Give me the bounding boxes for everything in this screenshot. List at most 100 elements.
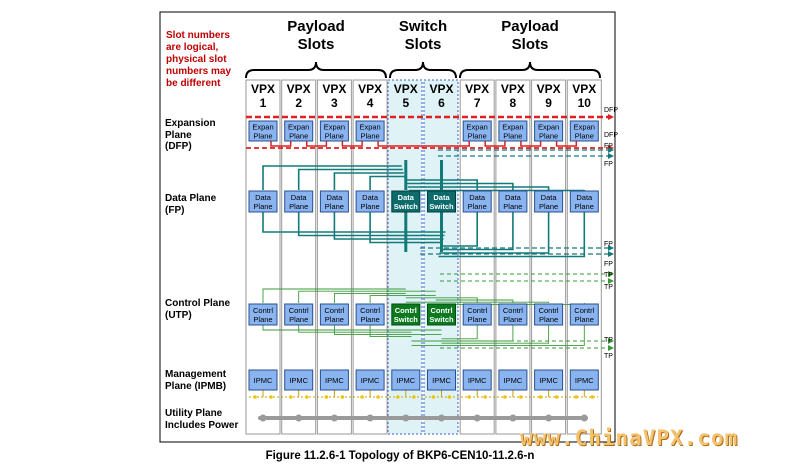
control-box-2-text-0: Contrl bbox=[289, 306, 309, 315]
control-switch-6-text-0: Contrl bbox=[430, 306, 452, 315]
fp-link-bottom-8 bbox=[439, 212, 550, 254]
fp-link-top-9 bbox=[408, 189, 586, 192]
ipmb-dot-a-6 bbox=[431, 395, 436, 399]
data-box-1-text-0: Data bbox=[255, 193, 272, 202]
ipmb-dot-b-10 bbox=[590, 395, 595, 399]
ipmb-dot-a-2 bbox=[288, 395, 293, 399]
expansion-box-2-text-0: Expan bbox=[288, 123, 309, 132]
data-box-2-rect bbox=[284, 190, 314, 213]
slot-label-2: VPX 2 bbox=[286, 82, 311, 110]
dfp-link-2 bbox=[341, 141, 363, 147]
ipmc-box-5-rect bbox=[391, 369, 421, 391]
ipmc-box-2-rect bbox=[284, 369, 314, 391]
ipmb-dot-a-3 bbox=[324, 395, 329, 399]
figure-caption: Figure 11.2.6-1 Topology of BKP6-CEN10-1… bbox=[265, 450, 535, 462]
ipmb-dot-a-7 bbox=[467, 395, 472, 399]
ipmc-box-9-text-0: IPMC bbox=[539, 376, 558, 385]
expansion-box-4-text-0: Expan bbox=[359, 123, 380, 132]
data-box-4-text-1: Plane bbox=[361, 202, 380, 211]
fp-link-top-1 bbox=[297, 168, 403, 190]
fp-link-bottom-7 bbox=[440, 212, 514, 251]
arrow-tp-1 bbox=[608, 271, 614, 277]
ipmb-dot-b-6 bbox=[447, 395, 452, 399]
brace-payload-left bbox=[245, 61, 387, 79]
ipmc-box-9-rect bbox=[534, 369, 564, 391]
control-switch-5-text-1: Switch bbox=[394, 315, 419, 324]
expansion-box-10-text-1: Plane bbox=[575, 132, 594, 141]
data-box-3-text-1: Plane bbox=[325, 202, 344, 211]
dfp-link-7 bbox=[520, 141, 542, 147]
tp-link-top-0 bbox=[262, 288, 406, 303]
fp-link-bottom-3 bbox=[369, 212, 443, 244]
ipmc-box-4-rect bbox=[355, 369, 385, 391]
data-switch-6-text-0: Data bbox=[433, 193, 450, 202]
fp-link-bottom-6 bbox=[441, 212, 478, 247]
control-box-9-text-1: Plane bbox=[539, 315, 558, 324]
ipmc-box-8-text-0: IPMC bbox=[504, 376, 523, 385]
edge-label-dfp-upper: DFP bbox=[604, 107, 618, 114]
fp-link-bottom-0 bbox=[262, 212, 446, 233]
power-node-4 bbox=[366, 414, 374, 422]
slot-label-8: VPX 8 bbox=[500, 82, 525, 110]
fp-link-top-3 bbox=[369, 175, 405, 190]
edge-label-fp-2: FP bbox=[604, 161, 613, 168]
control-box-8-text-0: Contrl bbox=[503, 306, 523, 315]
ipmc-box-7-rect bbox=[462, 369, 492, 391]
slot-label-7: VPX 7 bbox=[465, 82, 490, 110]
slot-note: Slot numbers are logical, physical slot … bbox=[166, 30, 232, 89]
edge-label-dfp-lower: DFP bbox=[604, 132, 618, 139]
control-box-4-rect bbox=[355, 303, 385, 326]
data-switch-6-rect bbox=[427, 190, 456, 213]
slot-column-4 bbox=[352, 79, 388, 435]
control-switch-5-text-0: Contrl bbox=[395, 306, 417, 315]
ipmb-dot-a-1 bbox=[253, 395, 257, 399]
data-switch-5-text-0: Data bbox=[398, 193, 415, 202]
data-box-9-text-1: Plane bbox=[539, 202, 558, 211]
data-switch-5-rect bbox=[391, 190, 421, 213]
slot-label-3: VPX 3 bbox=[322, 82, 347, 110]
expansion-box-2-rect bbox=[284, 120, 314, 142]
ipmc-box-10: IPMC bbox=[569, 369, 599, 391]
control-switch-6-rect bbox=[427, 303, 456, 326]
expansion-box-1-text-0: Expan bbox=[252, 123, 273, 132]
ipmc-box-6-text-0: IPMC bbox=[432, 376, 451, 385]
ipmc-box-7-text-0: IPMC bbox=[468, 376, 487, 385]
ipmb-dot-b-8 bbox=[519, 395, 523, 399]
dfp-link-6 bbox=[484, 141, 506, 147]
label-management-plane: Management Plane (IPMB) bbox=[165, 369, 227, 392]
power-node-6 bbox=[438, 414, 445, 422]
expansion-box-2-text-1: Plane bbox=[289, 132, 308, 141]
control-box-9-text-0: Contrl bbox=[539, 306, 559, 315]
edge-label-tp-4: TP bbox=[604, 353, 613, 360]
slot-column-3 bbox=[316, 79, 352, 435]
ipmb-dot-a-9 bbox=[538, 395, 543, 399]
data-box-8-text-0: Data bbox=[505, 193, 522, 202]
tp-link-bottom-1 bbox=[298, 325, 412, 333]
expansion-box-9-text-1: Plane bbox=[539, 132, 558, 141]
data-box-1-text-1: Plane bbox=[253, 202, 272, 211]
ipmc-box-6-rect bbox=[427, 369, 456, 391]
expansion-box-4-rect bbox=[355, 120, 385, 142]
control-box-8-text-1: Plane bbox=[503, 315, 522, 324]
ipmb-dot-a-5 bbox=[396, 395, 400, 399]
control-box-10-text-0: Contrl bbox=[574, 306, 594, 315]
tp-link-top-8 bbox=[405, 301, 550, 303]
power-node-7 bbox=[473, 414, 481, 422]
arrow-tp-3 bbox=[608, 338, 614, 344]
arrow-fp-2 bbox=[608, 153, 614, 159]
expansion-box-9-rect bbox=[534, 120, 564, 142]
edge-label-fp-4: FP bbox=[604, 261, 613, 268]
tp-external-links bbox=[440, 273, 613, 349]
control-box-4-text-0: Contrl bbox=[360, 306, 380, 315]
